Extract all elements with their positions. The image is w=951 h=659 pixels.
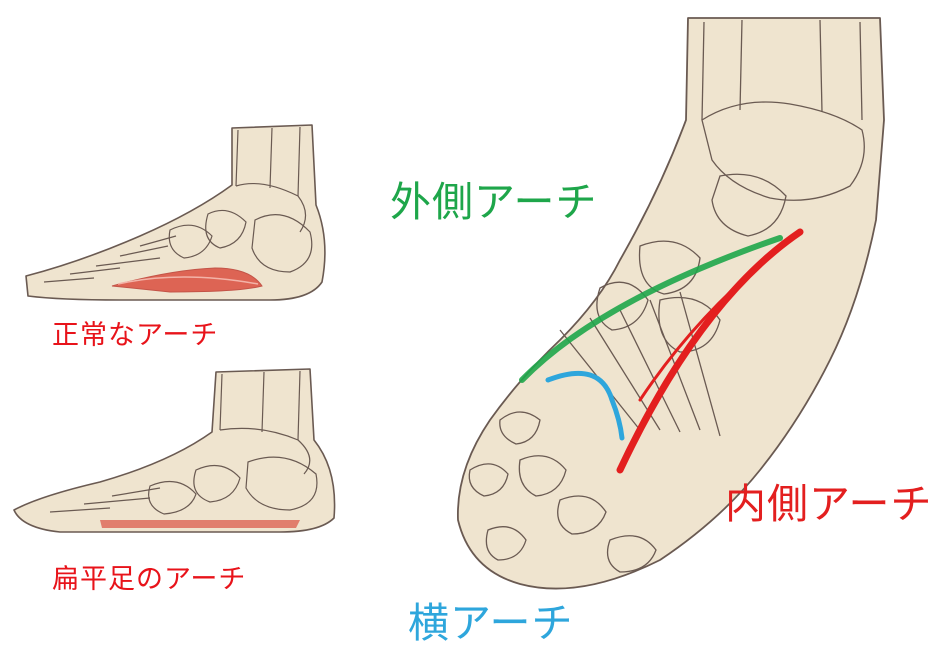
lateral-arch-label: 外側アーチ xyxy=(390,182,598,223)
transverse-arch-label: 横アーチ xyxy=(408,603,574,644)
flat-arch-label: 扁平足のアーチ xyxy=(52,566,246,593)
normal-arch-label: 正常なアーチ xyxy=(52,322,218,349)
medial-arch-label: 内側アーチ xyxy=(725,484,933,525)
